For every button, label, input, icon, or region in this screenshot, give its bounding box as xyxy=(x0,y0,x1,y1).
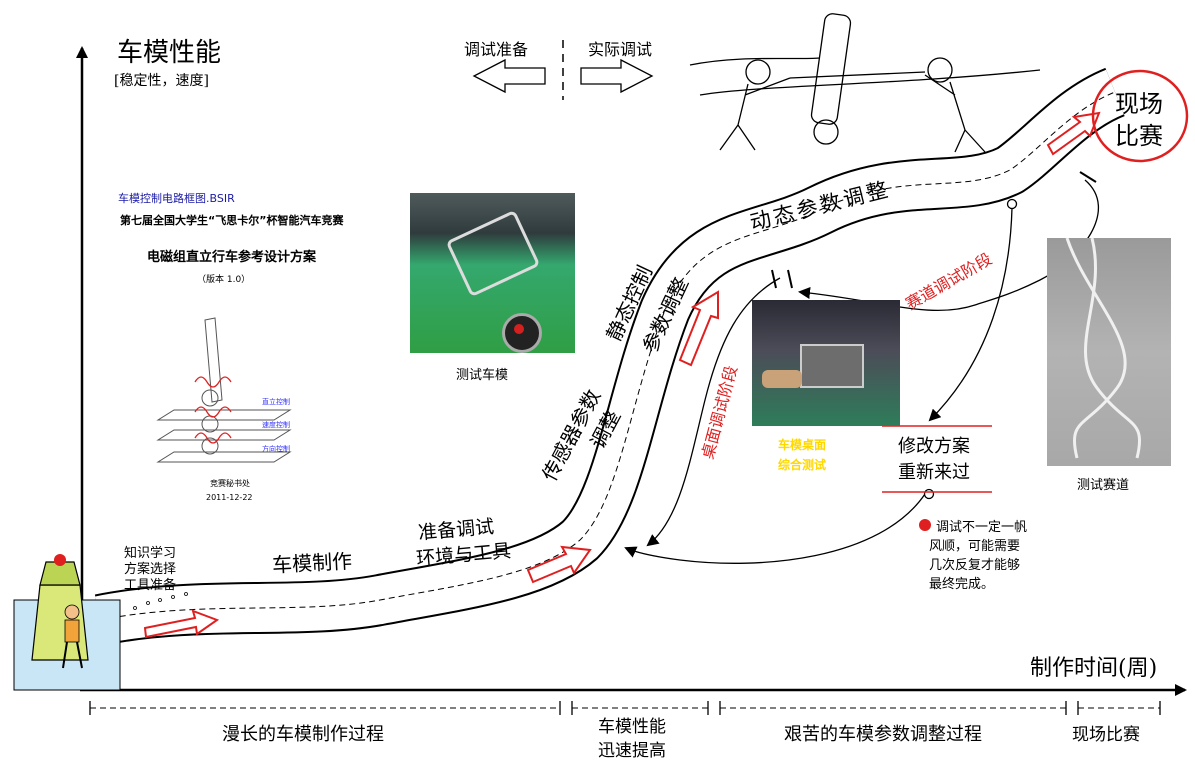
car-photo-caption: 测试车模 xyxy=(456,368,509,383)
note-bullet xyxy=(919,519,931,531)
timeline-label-boost-2: 迅速提高 xyxy=(598,741,666,761)
note-line-1: 调试不一定一帆 xyxy=(936,520,1028,535)
track-loop-cap xyxy=(1079,171,1097,183)
progress-arrow xyxy=(143,609,220,639)
document-version: （版本 1.0） xyxy=(197,275,251,285)
progress-arrow xyxy=(678,290,719,367)
y-axis-title: 车模性能 xyxy=(117,38,222,68)
track-photo xyxy=(1047,238,1171,466)
document-red-figures xyxy=(194,376,232,444)
document-date: 2011-12-22 xyxy=(206,493,253,502)
timeline-label-race: 现场比赛 xyxy=(1072,725,1140,745)
document-footer: 竞赛秘书处 xyxy=(210,479,250,488)
document-header: 车模控制电路框图.BSIR xyxy=(118,192,235,205)
timeline-label-tuning: 艰苦的车模参数调整过程 xyxy=(784,724,982,745)
legend-left-label: 调试准备 xyxy=(464,40,529,59)
desk-loop-cap xyxy=(771,269,777,289)
timeline-ticks xyxy=(89,701,1161,715)
note-line-3: 几次反复才能够 xyxy=(929,558,1021,573)
revise-node xyxy=(923,488,935,500)
document-label-speed: 速度控制 xyxy=(262,421,290,429)
road-path xyxy=(94,67,1126,646)
branch-node xyxy=(1006,198,1018,210)
mascot-figure xyxy=(13,554,121,691)
stage-knowledge-1: 知识学习 xyxy=(124,546,177,561)
right-legend-arrow xyxy=(580,58,654,94)
finish-label-2: 比赛 xyxy=(1115,122,1163,150)
revise-label-2: 重新来过 xyxy=(898,462,970,483)
car-photo xyxy=(410,193,575,353)
desk-photo-caption-2: 综合测试 xyxy=(778,458,827,472)
track-photo-lines xyxy=(1065,238,1142,459)
document-label-balance: 直立控制 xyxy=(262,398,290,406)
desk-loop-line xyxy=(646,277,781,547)
document-label-direction: 方向控制 xyxy=(262,445,290,453)
document-figure xyxy=(156,317,292,463)
cartoon-sketch xyxy=(689,13,1041,153)
track-photo-caption: 测试赛道 xyxy=(1077,478,1130,493)
finish-circle xyxy=(1091,69,1189,163)
y-axis-subtitle: [稳定性，速度] xyxy=(114,73,209,89)
desk-loop-cap xyxy=(787,269,793,289)
revise-label-1: 修改方案 xyxy=(898,436,970,457)
x-axis-title: 制作时间(周) xyxy=(1030,656,1158,681)
stage-knowledge-3: 工具准备 xyxy=(124,578,177,593)
stage-build: 车模制作 xyxy=(271,548,353,578)
left-legend-arrow xyxy=(472,58,546,94)
document-title: 电磁组直立行车参考设计方案 xyxy=(147,250,317,265)
legend-right-label: 实际调试 xyxy=(588,40,653,59)
note-line-4: 最终完成。 xyxy=(929,577,995,592)
stage-knowledge-2: 方案选择 xyxy=(124,562,177,577)
progress-arrow xyxy=(526,545,592,584)
dots xyxy=(133,592,188,610)
desk-photo-caption-1: 车模桌面 xyxy=(778,438,827,452)
note-line-2: 风顺，可能需要 xyxy=(929,539,1021,554)
finish-label-1: 现场 xyxy=(1115,90,1163,118)
document-contest: 第七届全国大学生“飞思卡尔”杯智能汽车竞赛 xyxy=(120,214,344,227)
desk-photo xyxy=(752,300,900,426)
return-line xyxy=(624,493,926,564)
revise-line xyxy=(928,207,1013,422)
timeline-label-boost-1: 车模性能 xyxy=(598,717,666,737)
timeline-label-build: 漫长的车模制作过程 xyxy=(222,724,384,745)
